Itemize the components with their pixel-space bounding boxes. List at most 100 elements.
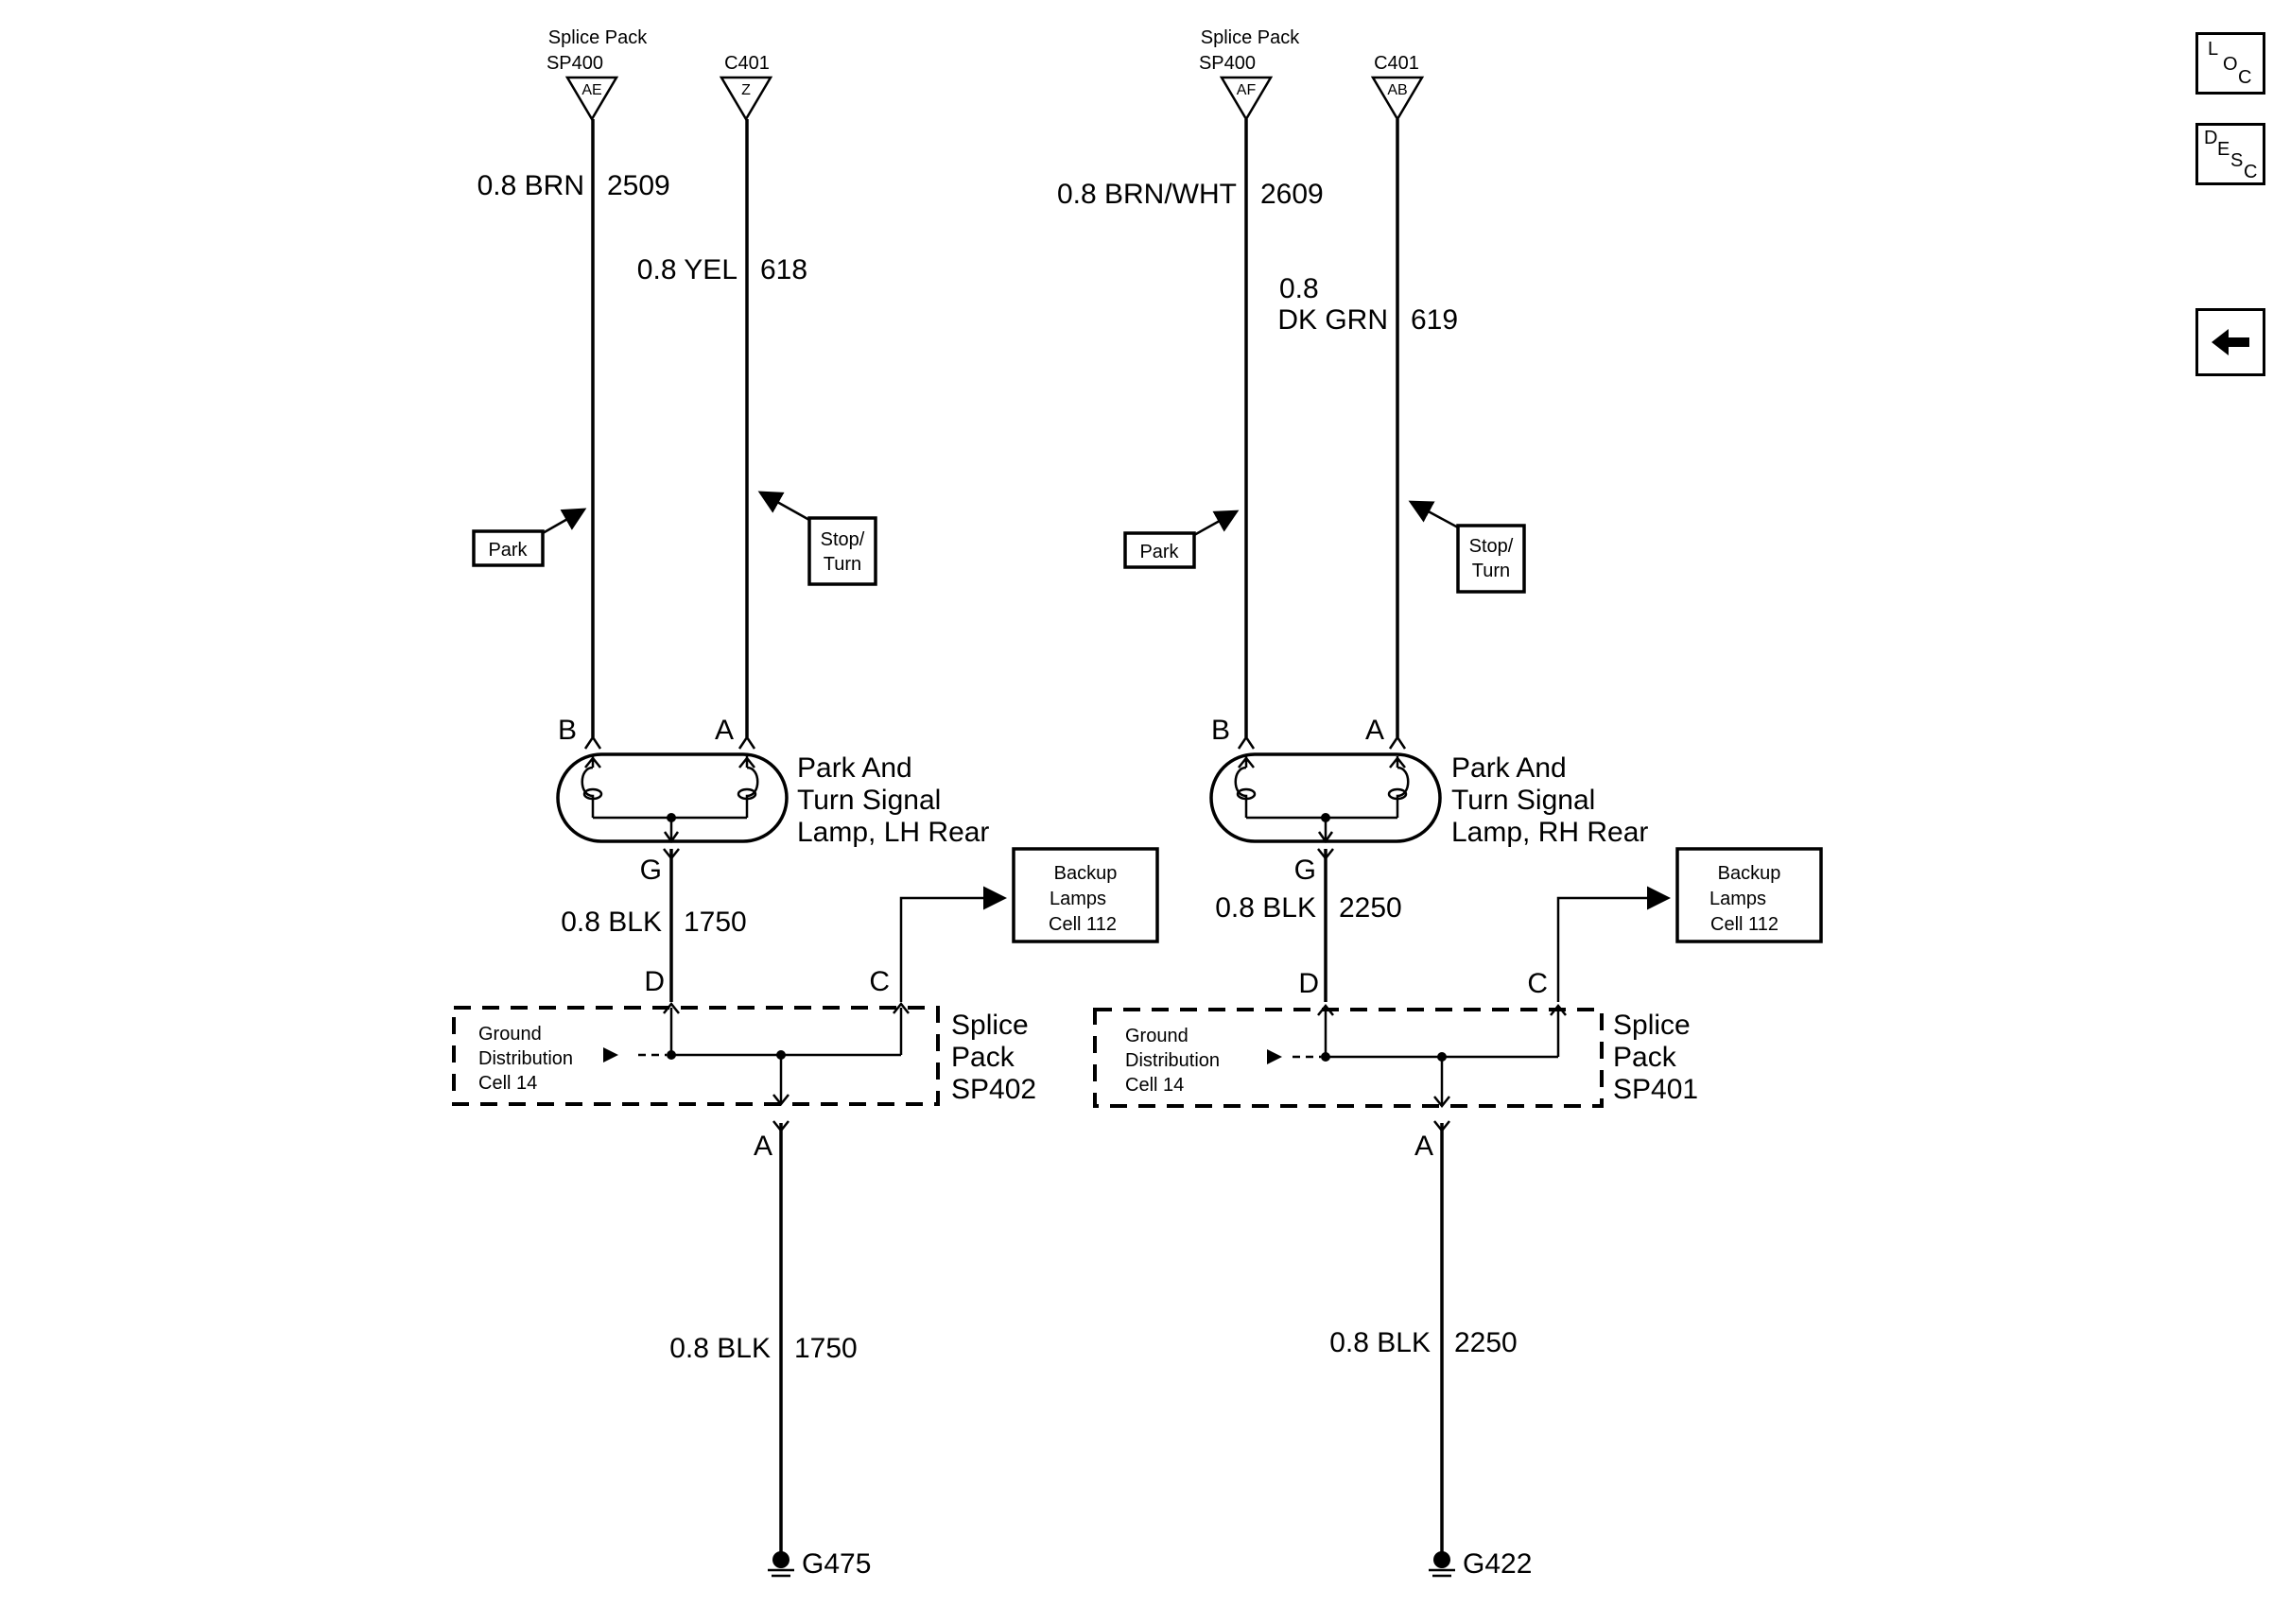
- right-backup-line2: Lamps: [1709, 889, 1766, 909]
- right-circuit: Splice Pack SP400 AF C401 AB 0.8 BRN/WHT…: [1057, 27, 1823, 1580]
- right-backup-line1: Backup: [1718, 863, 1781, 884]
- desc-button[interactable]: D E S C: [2195, 123, 2265, 185]
- right-sp400-pin: AF: [1237, 82, 1257, 98]
- right-splice-node-d: [1321, 1052, 1330, 1062]
- left-park-arrow: [542, 508, 587, 535]
- right-lamp-line2: Turn Signal: [1451, 785, 1595, 816]
- loc-letter-o: O: [2223, 54, 2238, 75]
- right-stopturn-callout-box: [1456, 524, 1526, 594]
- left-arrow-icon: [2212, 329, 2249, 355]
- right-splice-pack-box: [1093, 1008, 1604, 1108]
- right-splice-line2: Pack: [1613, 1042, 1677, 1073]
- left-wire1-circuit: 2509: [607, 170, 670, 201]
- right-ground-dist-line1: Ground: [1125, 1026, 1189, 1046]
- left-splice-line3: SP402: [951, 1074, 1036, 1105]
- left-lamp-b-terminal: [584, 755, 601, 769]
- right-stopturn-line1: Stop/: [1469, 536, 1514, 557]
- right-park-callout-box: [1123, 531, 1196, 569]
- right-backup-feed-wire: [1556, 886, 1671, 1002]
- left-pin-c: C: [869, 966, 890, 997]
- right-wire2-spec-line2: DK GRN: [1277, 304, 1388, 336]
- left-splice-line1: Splice: [951, 1010, 1029, 1041]
- left-lamp-filament-a: [745, 766, 759, 818]
- left-c401-title: C401: [724, 53, 770, 74]
- right-splice-line1: Splice: [1613, 1010, 1691, 1041]
- right-ground-dist-line3: Cell 14: [1125, 1075, 1184, 1096]
- left-sp400-title: Splice Pack: [548, 27, 648, 48]
- left-ground-dist-arrowhead: [603, 1047, 618, 1063]
- left-backup-line1: Backup: [1054, 863, 1118, 884]
- right-lamp-line3: Lamp, RH Rear: [1451, 817, 1648, 848]
- left-lamp-g-arrow: [663, 831, 680, 844]
- loc-letter-l: L: [2208, 39, 2219, 60]
- left-ground-icon: [768, 1551, 794, 1578]
- left-ground-dist-line1: Ground: [478, 1024, 542, 1045]
- right-pin-b-terminal: [1237, 734, 1256, 750]
- left-sp400-pin: AE: [581, 82, 601, 98]
- left-stopturn-line1: Stop/: [821, 529, 865, 550]
- left-splice-out-arrow: [772, 1094, 789, 1107]
- left-sp400-id: SP400: [547, 53, 603, 74]
- left-backup-feed-wire: [899, 886, 1007, 1002]
- right-c401-connector-symbol: [1370, 76, 1425, 122]
- left-splice-line2: Pack: [951, 1042, 1015, 1073]
- right-lamp-filament-b: [1234, 766, 1248, 818]
- left-ground-dist-line2: Distribution: [478, 1048, 573, 1069]
- left-splice-d-terminal: [663, 1001, 680, 1014]
- right-wire2-circuit: 619: [1411, 304, 1458, 336]
- right-sp400-title: Splice Pack: [1201, 27, 1300, 48]
- right-pin-a-terminal: [1388, 734, 1407, 750]
- right-pin-a2: A: [1414, 1131, 1433, 1162]
- right-ground-label: G422: [1463, 1548, 1532, 1580]
- left-ground-label: G475: [802, 1548, 871, 1580]
- left-backup-line2: Lamps: [1050, 889, 1106, 909]
- left-wire2-spec: 0.8 YEL: [637, 254, 737, 285]
- right-lamp-line1: Park And: [1451, 752, 1567, 784]
- right-wire2-spec-line1: 0.8: [1279, 273, 1319, 304]
- left-pin-b: B: [558, 715, 577, 746]
- left-ground-dist-line3: Cell 14: [478, 1073, 537, 1094]
- right-pin-c: C: [1527, 968, 1548, 999]
- right-ground-icon: [1429, 1551, 1455, 1578]
- right-backup-lamps-box: [1675, 847, 1823, 943]
- left-wire2-circuit: 618: [760, 254, 807, 285]
- right-park-arrow: [1193, 510, 1240, 537]
- left-park-callout-box: [472, 529, 545, 567]
- left-backup-lamps-box: [1012, 847, 1159, 943]
- right-wire1-spec: 0.8 BRN/WHT: [1057, 179, 1237, 210]
- right-lamp-filament-a: [1396, 766, 1410, 818]
- left-lamp-filament-b: [581, 766, 595, 818]
- loc-button[interactable]: L O C: [2195, 32, 2265, 95]
- left-sp400-connector-symbol: [564, 76, 619, 122]
- left-stopturn-arrow: [757, 491, 810, 522]
- left-pin-a: A: [715, 715, 734, 746]
- left-splice-node-d: [667, 1050, 676, 1060]
- left-wire-g-circuit: 1750: [684, 907, 747, 938]
- right-ground-dist-arrowhead: [1267, 1049, 1282, 1064]
- back-button[interactable]: [2195, 308, 2265, 376]
- right-wire-g-circuit: 2250: [1339, 892, 1402, 924]
- left-wire-bottom-spec: 0.8 BLK: [669, 1333, 771, 1364]
- left-backup-line3: Cell 112: [1049, 914, 1117, 935]
- left-lamp-line2: Turn Signal: [797, 785, 941, 816]
- right-wire1-circuit: 2609: [1260, 179, 1324, 210]
- left-lamp-a-terminal: [738, 755, 755, 769]
- left-park-label: Park: [488, 540, 528, 561]
- right-c401-title: C401: [1374, 53, 1419, 74]
- left-lamp-line3: Lamp, LH Rear: [797, 817, 989, 848]
- left-wire-bottom-circuit: 1750: [794, 1333, 858, 1364]
- right-wire-bottom-circuit: 2250: [1454, 1327, 1518, 1358]
- left-lamp-line1: Park And: [797, 752, 912, 784]
- left-bulb-b: [582, 787, 603, 801]
- left-c401-pin: Z: [741, 82, 751, 98]
- right-splice-d-terminal: [1317, 1003, 1334, 1016]
- left-splice-c-terminal: [893, 1001, 910, 1014]
- right-splice-out-arrow: [1433, 1096, 1450, 1109]
- left-circuit: Splice Pack SP400 AE C401 Z 0.8 BRN 2509…: [452, 27, 1159, 1580]
- desc-letter-s: S: [2230, 150, 2244, 171]
- left-pin-b-terminal: [583, 734, 602, 750]
- right-park-label: Park: [1139, 542, 1179, 562]
- left-pin-g: G: [640, 855, 662, 886]
- right-stopturn-line2: Turn: [1472, 561, 1510, 581]
